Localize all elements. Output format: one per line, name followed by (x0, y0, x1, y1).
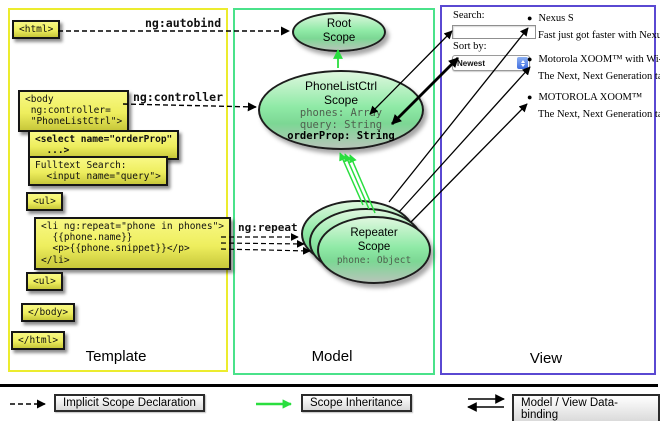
template-panel-title: Template (85, 348, 147, 365)
ng-autobind-label: ng:autobind (145, 16, 222, 30)
root-scope-title: Root Scope (322, 18, 356, 44)
repeater-scope-ellipse-front: Repeater Scope phone: Object (317, 216, 431, 284)
model-panel-title: Model (311, 348, 353, 365)
phone-name: MOTOROLA XOOM™ (538, 92, 643, 103)
legend-separator (0, 384, 658, 387)
template-panel (8, 8, 228, 372)
sort-by-label: Sort by: (453, 41, 487, 52)
phone-name: Motorola XOOM™ with Wi-Fi (538, 54, 660, 65)
phonelistctrl-scope-orderprop: orderProp: String (287, 130, 395, 143)
view-panel-title: View (529, 350, 563, 367)
stepper-down-icon (520, 63, 525, 67)
sort-select-value: Newest (457, 58, 486, 68)
repeater-scope-title: Repeater Scope (350, 227, 398, 253)
repeater-scope-prop: phone: Object (336, 255, 412, 267)
bullet-icon: ● (527, 92, 533, 102)
list-item: ● Nexus S (527, 13, 574, 24)
list-item: ● Motorola XOOM™ with Wi-Fi (527, 54, 660, 65)
ng-controller-label: ng:controller (133, 90, 224, 104)
phone-snippet: The Next, Next Generation tablet. (538, 109, 660, 120)
model-panel (233, 8, 435, 375)
phone-snippet: The Next, Next Generation tablet. (538, 71, 660, 82)
phone-name: Nexus S (538, 13, 574, 24)
list-item: ● MOTOROLA XOOM™ (527, 92, 642, 103)
phonelistctrl-scope-title: PhoneListCtrl Scope (304, 79, 378, 108)
phonelistctrl-scope-ellipse: PhoneListCtrl Scope phones: Array query:… (258, 70, 424, 150)
stepper-up-icon (520, 59, 525, 63)
search-input[interactable] (452, 25, 536, 39)
sort-select[interactable]: Newest (452, 55, 530, 71)
bullet-icon: ● (527, 54, 533, 64)
code-box-body-open: <body ng:controller= "PhoneListCtrl"> (18, 90, 130, 132)
legend-scope-inheritance: Scope Inheritance (301, 394, 412, 412)
phone-snippet: Fast just got faster with Nexus S. (538, 30, 660, 41)
code-box-body-close: </body> (21, 303, 76, 323)
code-box-html-close: </html> (11, 331, 66, 351)
bullet-icon: ● (527, 13, 533, 23)
code-box-fulltext-search: Fulltext Search: <input name="query"> (28, 156, 168, 187)
legend-model-view-data-binding: Model / View Data-binding (512, 394, 660, 421)
root-scope-ellipse: Root Scope (292, 12, 386, 52)
search-label: Search: (453, 10, 485, 21)
legend-implicit-scope-declaration: Implicit Scope Declaration (54, 394, 205, 412)
code-box-li-repeat: <li ng:repeat="phone in phones"> {{phone… (34, 217, 232, 270)
code-box-ul-close: <ul> (26, 272, 63, 292)
code-box-ul-open: <ul> (26, 192, 63, 212)
ng-repeat-label: ng:repeat (238, 221, 298, 234)
code-box-html-open: <html> (12, 20, 61, 40)
phonelistctrl-scope-props: phones: Array query: String (299, 107, 383, 131)
